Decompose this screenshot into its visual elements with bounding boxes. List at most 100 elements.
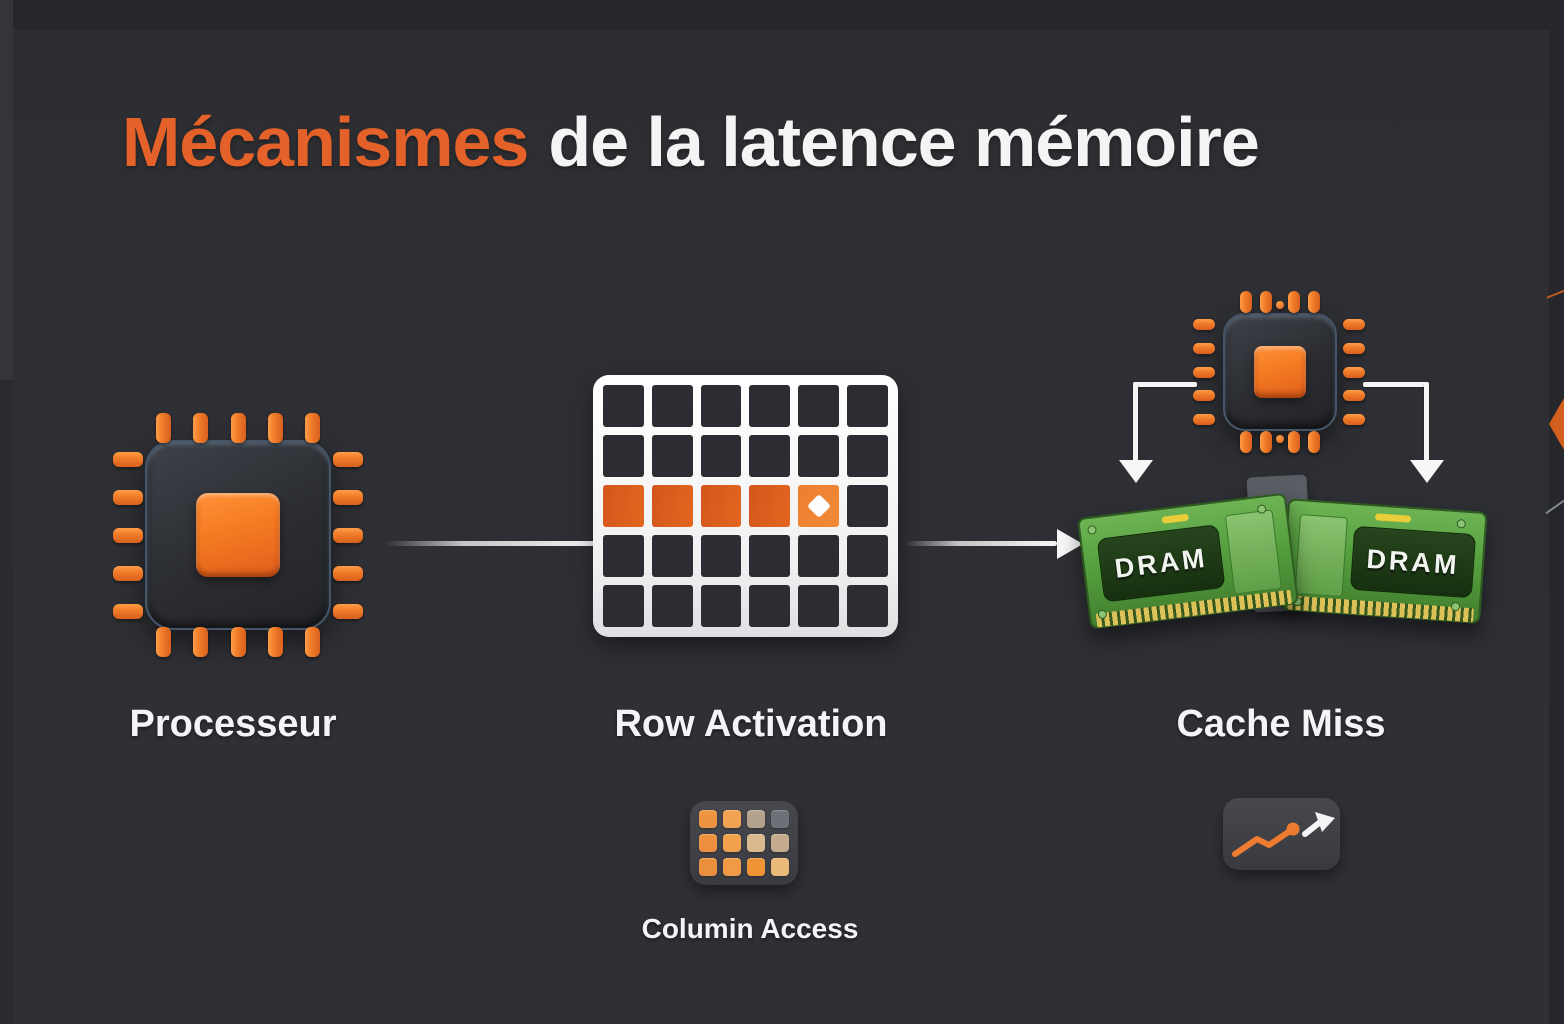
chip-pin: [333, 603, 363, 619]
dram-label: DRAM: [1096, 524, 1226, 603]
branch-arrow-right-horizontal: [1363, 382, 1429, 387]
column-access-cell: [747, 834, 765, 852]
dram-screw: [1086, 524, 1098, 535]
branch-arrow-left-horizontal: [1133, 382, 1197, 387]
chip-pin: [1193, 342, 1215, 354]
chip-pin: [304, 413, 320, 443]
trend-up-chart-icon: [1223, 798, 1340, 870]
memory-row-grid: [593, 375, 898, 637]
active-memory-cell: [749, 485, 791, 527]
title-rest: de la latence mémoire: [548, 103, 1259, 181]
dram-module-right: DRAM: [1280, 498, 1488, 624]
chip-pin: [113, 489, 143, 505]
cache-chip-icon: [1193, 287, 1367, 457]
chip-pin: [1260, 431, 1272, 453]
chip-pin: [333, 565, 363, 581]
memory-cell: [847, 585, 888, 627]
memory-cell: [651, 535, 693, 577]
chip-pin: [1343, 390, 1365, 402]
arrow-head-down-icon: [1410, 460, 1444, 483]
column-access-cell: [747, 858, 765, 876]
memory-cell: [749, 385, 791, 427]
chip-pin: [113, 603, 143, 619]
chip-pin: [1288, 291, 1300, 313]
chip-pin: [333, 489, 363, 505]
flow-arrow-grid-to-dram: [905, 541, 1057, 546]
dram-notch: [1374, 513, 1412, 523]
column-access-cell: [723, 858, 741, 876]
top-edge-band: [0, 0, 1564, 30]
memory-cell: [847, 535, 888, 577]
chip-pin: [333, 451, 363, 467]
memory-cell: [749, 535, 791, 577]
branch-arrow-right-vertical: [1424, 382, 1429, 462]
stage-label-processor: Processeur: [129, 703, 337, 745]
memory-cell: [700, 435, 742, 477]
column-access-cell: [723, 834, 741, 852]
left-edge-strip-lower: [0, 380, 13, 1024]
memory-row-grid-cells: [603, 385, 888, 627]
column-access-cell: [699, 810, 717, 828]
active-memory-cell: [798, 485, 840, 527]
memory-cell: [603, 585, 644, 627]
chip-pin: [304, 627, 320, 657]
stage-label-cache-miss: Cache Miss: [1176, 703, 1386, 745]
dram-chip-area: [1294, 514, 1348, 598]
chip-pin: [230, 413, 246, 443]
stage-label-row-activation: Row Activation: [614, 703, 888, 745]
memory-cell: [700, 585, 742, 627]
processor-chip-icon: [113, 413, 363, 657]
chip-pin: [1343, 342, 1365, 354]
active-memory-cell: [651, 485, 693, 527]
chip-pin: [1308, 291, 1320, 313]
memory-cell: [798, 535, 840, 577]
chip-pin: [193, 413, 209, 443]
column-access-cell: [699, 858, 717, 876]
column-access-cell: [699, 834, 717, 852]
memory-cell: [847, 485, 888, 527]
diamond-marker-icon: [806, 493, 831, 519]
chip-pin: [1288, 431, 1300, 453]
chip-pin: [156, 413, 172, 443]
chip-pin: [1240, 291, 1252, 313]
chip-pin: [1193, 390, 1215, 402]
memory-cell: [651, 385, 693, 427]
chip-pin: [1308, 431, 1320, 453]
chip-pin: [267, 413, 283, 443]
chip-pin: [1193, 366, 1215, 378]
chip-pin: [230, 627, 246, 657]
chip-pin: [1193, 413, 1215, 425]
chip-pin: [1343, 366, 1365, 378]
memory-cell: [798, 435, 840, 477]
dram-notch: [1161, 513, 1190, 524]
memory-cell: [700, 385, 742, 427]
column-access-cell: [771, 834, 789, 852]
chip-pin: [1260, 291, 1272, 313]
memory-cell: [603, 535, 644, 577]
chip-core: [1254, 346, 1306, 398]
active-memory-cell: [603, 485, 644, 527]
chip-core: [196, 493, 280, 577]
flow-arrow-processor-to-grid: [385, 541, 607, 546]
dram-pins: [1287, 595, 1474, 623]
memory-cell: [798, 385, 840, 427]
chip-pin: [1276, 301, 1284, 309]
dram-screw: [1456, 518, 1467, 529]
chip-pin: [113, 527, 143, 543]
chip-pin: [1193, 319, 1215, 331]
memory-cell: [700, 535, 742, 577]
memory-cell: [847, 385, 888, 427]
column-access-label: Columin Access: [641, 913, 859, 944]
chip-pin: [193, 627, 209, 657]
column-access-cell: [771, 858, 789, 876]
chip-pin: [113, 565, 143, 581]
column-access-grid-icon: [690, 801, 798, 885]
column-access-cell: [771, 810, 789, 828]
dram-label: DRAM: [1349, 525, 1477, 599]
title-highlight: Mécanismes: [122, 103, 529, 181]
memory-cell: [603, 435, 644, 477]
memory-cell: [651, 435, 693, 477]
memory-cell: [798, 585, 840, 627]
